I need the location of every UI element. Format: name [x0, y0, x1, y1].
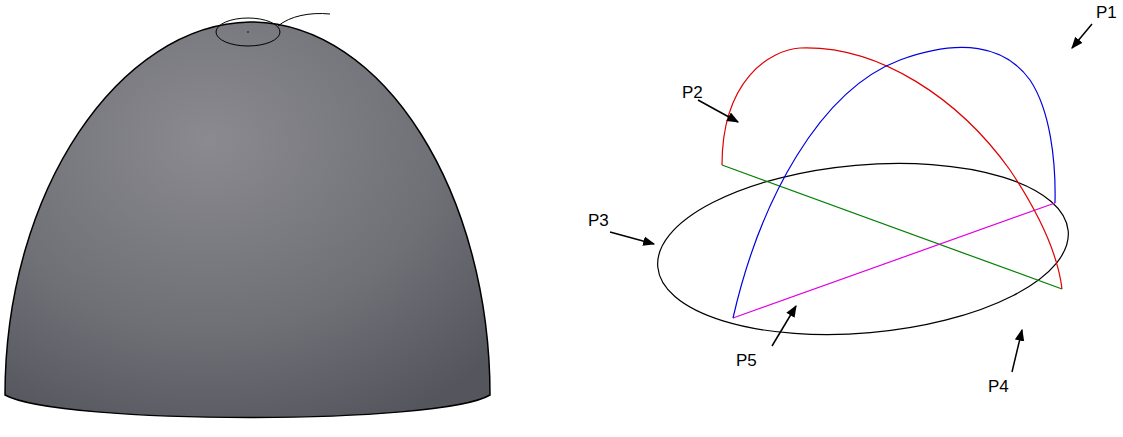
green-line: [722, 165, 1062, 289]
leader-arrow: [1072, 24, 1092, 48]
dome-solid: [5, 22, 490, 418]
base-ellipse: [650, 147, 1075, 350]
leader-arrow: [610, 232, 654, 244]
part-label: P4: [988, 378, 1009, 395]
part-label: P3: [588, 212, 609, 229]
part-label: P5: [736, 352, 757, 369]
blue-arc: [733, 47, 1055, 318]
leader-arrow: [698, 100, 738, 122]
part-label: P1: [1096, 4, 1117, 21]
magenta-line: [733, 203, 1055, 318]
leader-arrow: [772, 306, 796, 346]
part-label: P2: [682, 84, 703, 101]
leader-arrow: [1012, 330, 1022, 372]
red-arc: [722, 48, 1062, 289]
top-circle: [216, 18, 280, 46]
top-curve: [278, 14, 330, 27]
